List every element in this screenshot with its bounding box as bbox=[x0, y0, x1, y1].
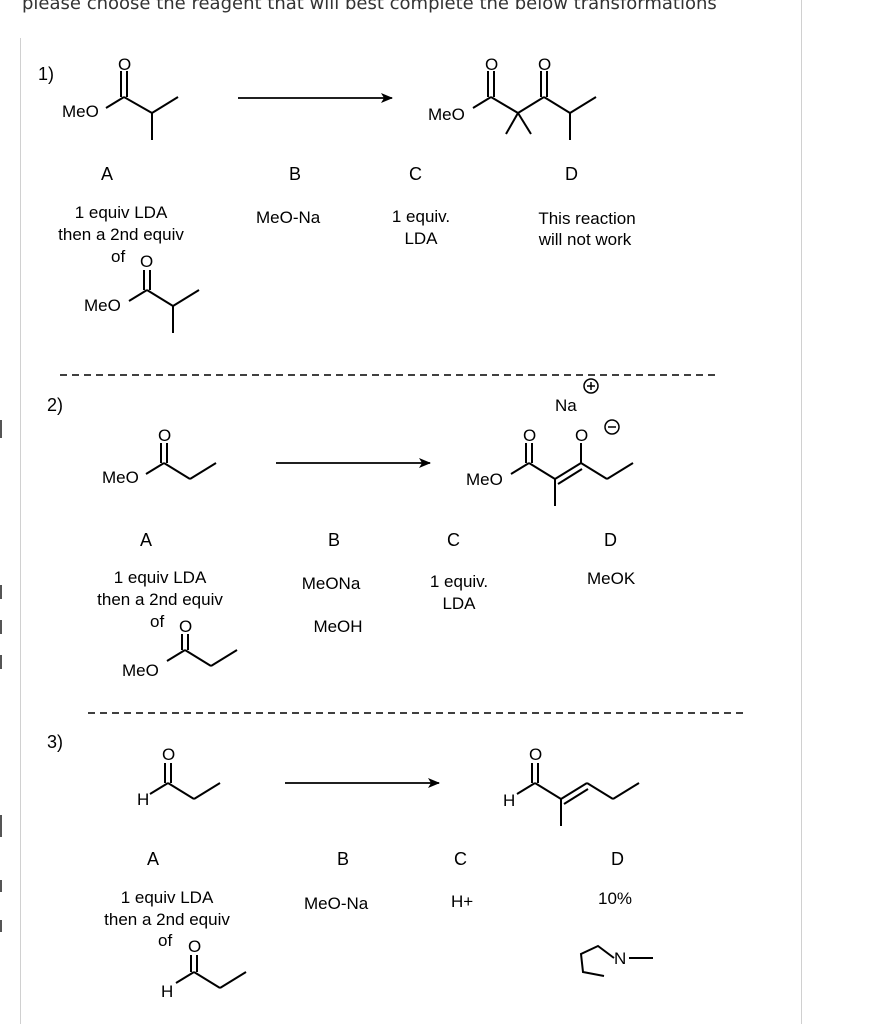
option-letter-c[interactable]: C bbox=[454, 849, 467, 869]
hydrogen-label: H bbox=[503, 791, 515, 810]
option-letter-a[interactable]: A bbox=[101, 164, 113, 184]
option-letter-b[interactable]: B bbox=[337, 849, 349, 869]
option-line: of bbox=[158, 931, 172, 950]
option-d-text[interactable]: MeOK bbox=[587, 569, 636, 588]
option-line: of bbox=[111, 247, 125, 266]
oxygen-label: O bbox=[575, 426, 588, 445]
plus-charge-icon bbox=[583, 378, 599, 394]
methoxy-label: MeO bbox=[62, 102, 99, 121]
starting-material-3 bbox=[149, 763, 221, 800]
problem-number: 1) bbox=[38, 64, 54, 84]
nitrogen-label: N bbox=[614, 949, 626, 968]
edge-tick bbox=[0, 655, 2, 669]
option-a-structure bbox=[128, 270, 200, 333]
problem-1: 1) MeO O MeO O O bbox=[38, 55, 636, 333]
pyrrolidine-structure bbox=[579, 944, 653, 977]
oxygen-label: O bbox=[188, 937, 201, 956]
option-line: 1 equiv LDA bbox=[75, 203, 168, 222]
option-letter-d[interactable]: D bbox=[604, 530, 617, 550]
methoxy-label: MeO bbox=[84, 296, 121, 315]
option-letter-a[interactable]: A bbox=[147, 849, 159, 869]
oxygen-label: O bbox=[179, 617, 192, 636]
right-divider bbox=[801, 0, 802, 1024]
edge-tick bbox=[0, 920, 2, 932]
edge-tick bbox=[0, 880, 2, 892]
option-line: 1 equiv LDA bbox=[114, 568, 207, 587]
oxygen-label: O bbox=[140, 252, 153, 271]
oxygen-label: O bbox=[158, 426, 171, 445]
methoxy-label: MeO bbox=[122, 661, 159, 680]
problem-3: 3) O H O H A B C D bbox=[47, 732, 653, 1001]
option-d-text[interactable]: This reaction will not work bbox=[538, 209, 636, 249]
methoxy-label: MeO bbox=[428, 105, 465, 124]
oxygen-label: O bbox=[485, 55, 498, 74]
edge-tick bbox=[0, 815, 2, 837]
option-c-text[interactable]: 1 equiv. LDA bbox=[430, 572, 488, 613]
oxygen-label: O bbox=[118, 55, 131, 74]
option-a-text[interactable]: 1 equiv LDA then a 2nd equiv of bbox=[104, 888, 230, 950]
option-b-text[interactable]: MeO-Na bbox=[304, 894, 369, 913]
option-letter-b[interactable]: B bbox=[328, 530, 340, 550]
option-a-text[interactable]: 1 equiv LDA then a 2nd equiv of bbox=[97, 568, 223, 631]
product-3 bbox=[516, 763, 640, 826]
sodium-label: Na bbox=[555, 396, 577, 415]
methoxy-label: MeO bbox=[102, 468, 139, 487]
option-letter-d[interactable]: D bbox=[611, 849, 624, 869]
option-line: 1 equiv LDA bbox=[121, 888, 214, 907]
problem-2: 2) O MeO O O MeO Na bbox=[47, 378, 636, 680]
option-line: 1 equiv. bbox=[392, 207, 450, 226]
option-line: then a 2nd equiv bbox=[104, 910, 230, 929]
option-letter-c[interactable]: C bbox=[447, 530, 460, 550]
option-line: This reaction bbox=[538, 209, 635, 228]
option-letter-c[interactable]: C bbox=[409, 164, 422, 184]
hydrogen-label: H bbox=[137, 790, 149, 809]
hydrogen-label: H bbox=[161, 982, 173, 1001]
oxygen-label: O bbox=[538, 55, 551, 74]
option-a-structure bbox=[166, 634, 238, 667]
option-line: then a 2nd equiv bbox=[58, 225, 184, 244]
option-c-text[interactable]: H+ bbox=[451, 892, 473, 911]
option-b-text[interactable]: MeONa MeOH bbox=[302, 574, 363, 636]
edge-tick bbox=[0, 420, 2, 438]
starting-material-2 bbox=[145, 443, 217, 480]
option-a-text[interactable]: 1 equiv LDA then a 2nd equiv of bbox=[58, 203, 184, 266]
option-c-text[interactable]: 1 equiv. LDA bbox=[392, 207, 450, 248]
option-b-text[interactable]: MeO-Na bbox=[256, 208, 321, 227]
option-line: will not work bbox=[538, 230, 632, 249]
option-letter-a[interactable]: A bbox=[140, 530, 152, 550]
option-letter-d[interactable]: D bbox=[565, 164, 578, 184]
product-2 bbox=[510, 443, 634, 506]
edge-tick bbox=[0, 620, 2, 634]
option-line: of bbox=[150, 612, 164, 631]
product-1 bbox=[472, 71, 597, 140]
option-line: LDA bbox=[404, 229, 438, 248]
page-heading: please choose the reagent that will best… bbox=[22, 0, 717, 14]
oxygen-label: O bbox=[523, 426, 536, 445]
problem-number: 3) bbox=[47, 732, 63, 752]
methoxy-label: MeO bbox=[466, 470, 503, 489]
option-letter-b[interactable]: B bbox=[289, 164, 301, 184]
option-line: then a 2nd equiv bbox=[97, 590, 223, 609]
oxygen-label: O bbox=[529, 745, 542, 764]
oxygen-label: O bbox=[162, 745, 175, 764]
option-d-text[interactable]: 10% bbox=[598, 889, 632, 908]
option-line: MeOH bbox=[313, 617, 362, 636]
left-divider bbox=[20, 38, 21, 1024]
option-a-structure bbox=[175, 955, 247, 989]
option-line: 1 equiv. bbox=[430, 572, 488, 591]
problem-number: 2) bbox=[47, 395, 63, 415]
option-line: LDA bbox=[442, 594, 476, 613]
option-line: MeONa bbox=[302, 574, 361, 593]
starting-material-1 bbox=[105, 71, 179, 140]
minus-charge-icon bbox=[604, 419, 620, 435]
edge-tick bbox=[0, 585, 2, 599]
